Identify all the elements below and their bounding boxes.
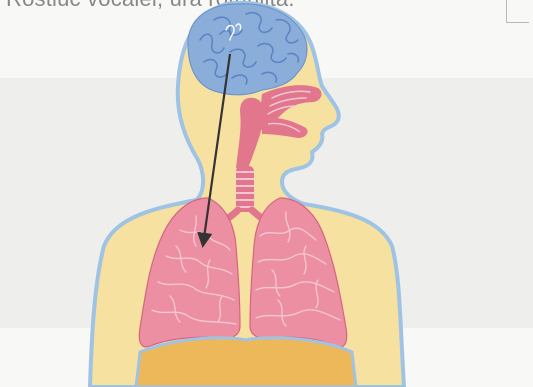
diaphragm (136, 338, 356, 387)
